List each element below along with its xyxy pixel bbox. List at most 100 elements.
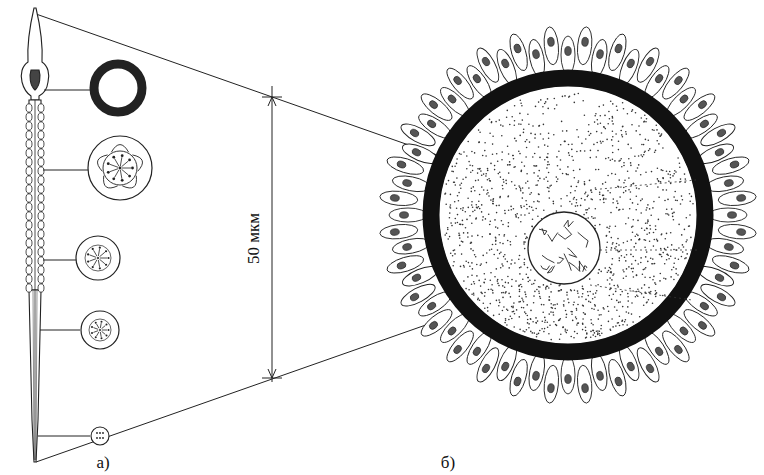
granule — [627, 171, 629, 173]
nucleus — [528, 212, 600, 284]
granule — [507, 240, 509, 242]
granule — [538, 146, 540, 148]
granule — [592, 324, 594, 326]
granule — [508, 293, 510, 295]
granule — [611, 318, 613, 320]
granule — [678, 258, 680, 260]
granule — [681, 234, 683, 236]
granule — [571, 290, 573, 292]
granule — [681, 256, 683, 258]
granule — [482, 155, 484, 157]
cell-body — [389, 208, 427, 222]
granule — [612, 136, 614, 138]
granule — [562, 173, 564, 175]
granule — [636, 187, 638, 189]
granule — [585, 337, 587, 339]
granule — [489, 249, 491, 251]
granule — [626, 254, 628, 256]
granule — [502, 292, 504, 294]
granule — [553, 314, 555, 316]
cell-nucleus — [532, 49, 540, 59]
leader-line — [43, 260, 76, 261]
granule — [641, 293, 643, 295]
cell-nucleus — [452, 344, 463, 355]
granule — [600, 314, 602, 316]
radial-spoke — [120, 170, 122, 179]
granule — [571, 156, 573, 158]
granule — [481, 293, 483, 295]
granule — [622, 269, 624, 271]
granule — [624, 321, 626, 323]
granule — [571, 144, 573, 146]
granule — [669, 171, 671, 173]
granule — [471, 222, 473, 224]
granule — [678, 224, 680, 226]
granule — [638, 188, 640, 190]
granule — [468, 262, 470, 264]
granule — [631, 110, 633, 112]
granule — [479, 194, 481, 196]
granule — [452, 255, 454, 257]
granule — [495, 240, 497, 242]
granule — [630, 191, 632, 193]
granule — [620, 130, 622, 132]
granule — [585, 191, 587, 193]
granule — [503, 179, 505, 181]
granule — [658, 197, 660, 199]
granule — [519, 113, 521, 115]
cell-body — [718, 223, 757, 241]
granule — [607, 306, 609, 308]
granule — [486, 193, 488, 195]
granule — [584, 150, 586, 152]
granule — [463, 265, 465, 267]
granule — [684, 182, 686, 184]
granule — [670, 276, 672, 278]
granule — [590, 331, 592, 333]
granule — [538, 101, 540, 103]
granule — [589, 135, 591, 137]
granule — [458, 192, 460, 194]
granule — [496, 268, 498, 270]
granule — [617, 203, 619, 205]
granule — [514, 105, 516, 107]
granule — [509, 124, 511, 126]
granule — [557, 303, 559, 305]
cell-nucleus — [396, 261, 407, 270]
granule — [628, 217, 630, 219]
microtubule — [107, 257, 109, 259]
granule — [524, 233, 526, 235]
mitochondrion — [38, 104, 44, 112]
granule — [487, 310, 489, 312]
granule — [619, 316, 621, 318]
granule — [624, 179, 626, 181]
granule — [606, 246, 608, 248]
granule — [611, 173, 613, 175]
granule — [465, 211, 467, 213]
granule — [484, 273, 486, 275]
granule — [497, 258, 499, 260]
granule — [569, 201, 571, 203]
granule — [682, 199, 684, 201]
granule — [609, 277, 611, 279]
granule — [479, 299, 481, 301]
radial-spoke — [122, 168, 131, 169]
granule — [472, 250, 474, 252]
granule — [679, 163, 681, 165]
granule — [549, 325, 551, 327]
granule — [620, 158, 622, 160]
granule — [652, 258, 654, 260]
radial-spoke — [93, 328, 98, 330]
granule — [483, 189, 485, 191]
granule — [471, 204, 473, 206]
granule — [638, 125, 640, 127]
granule — [627, 144, 629, 146]
granule — [590, 336, 592, 338]
granule — [465, 227, 467, 229]
granule — [598, 318, 600, 320]
granule — [502, 243, 504, 245]
granule — [610, 330, 612, 332]
granule — [505, 291, 507, 293]
granule — [615, 173, 617, 175]
microtubule — [121, 179, 124, 182]
granule — [491, 122, 493, 124]
